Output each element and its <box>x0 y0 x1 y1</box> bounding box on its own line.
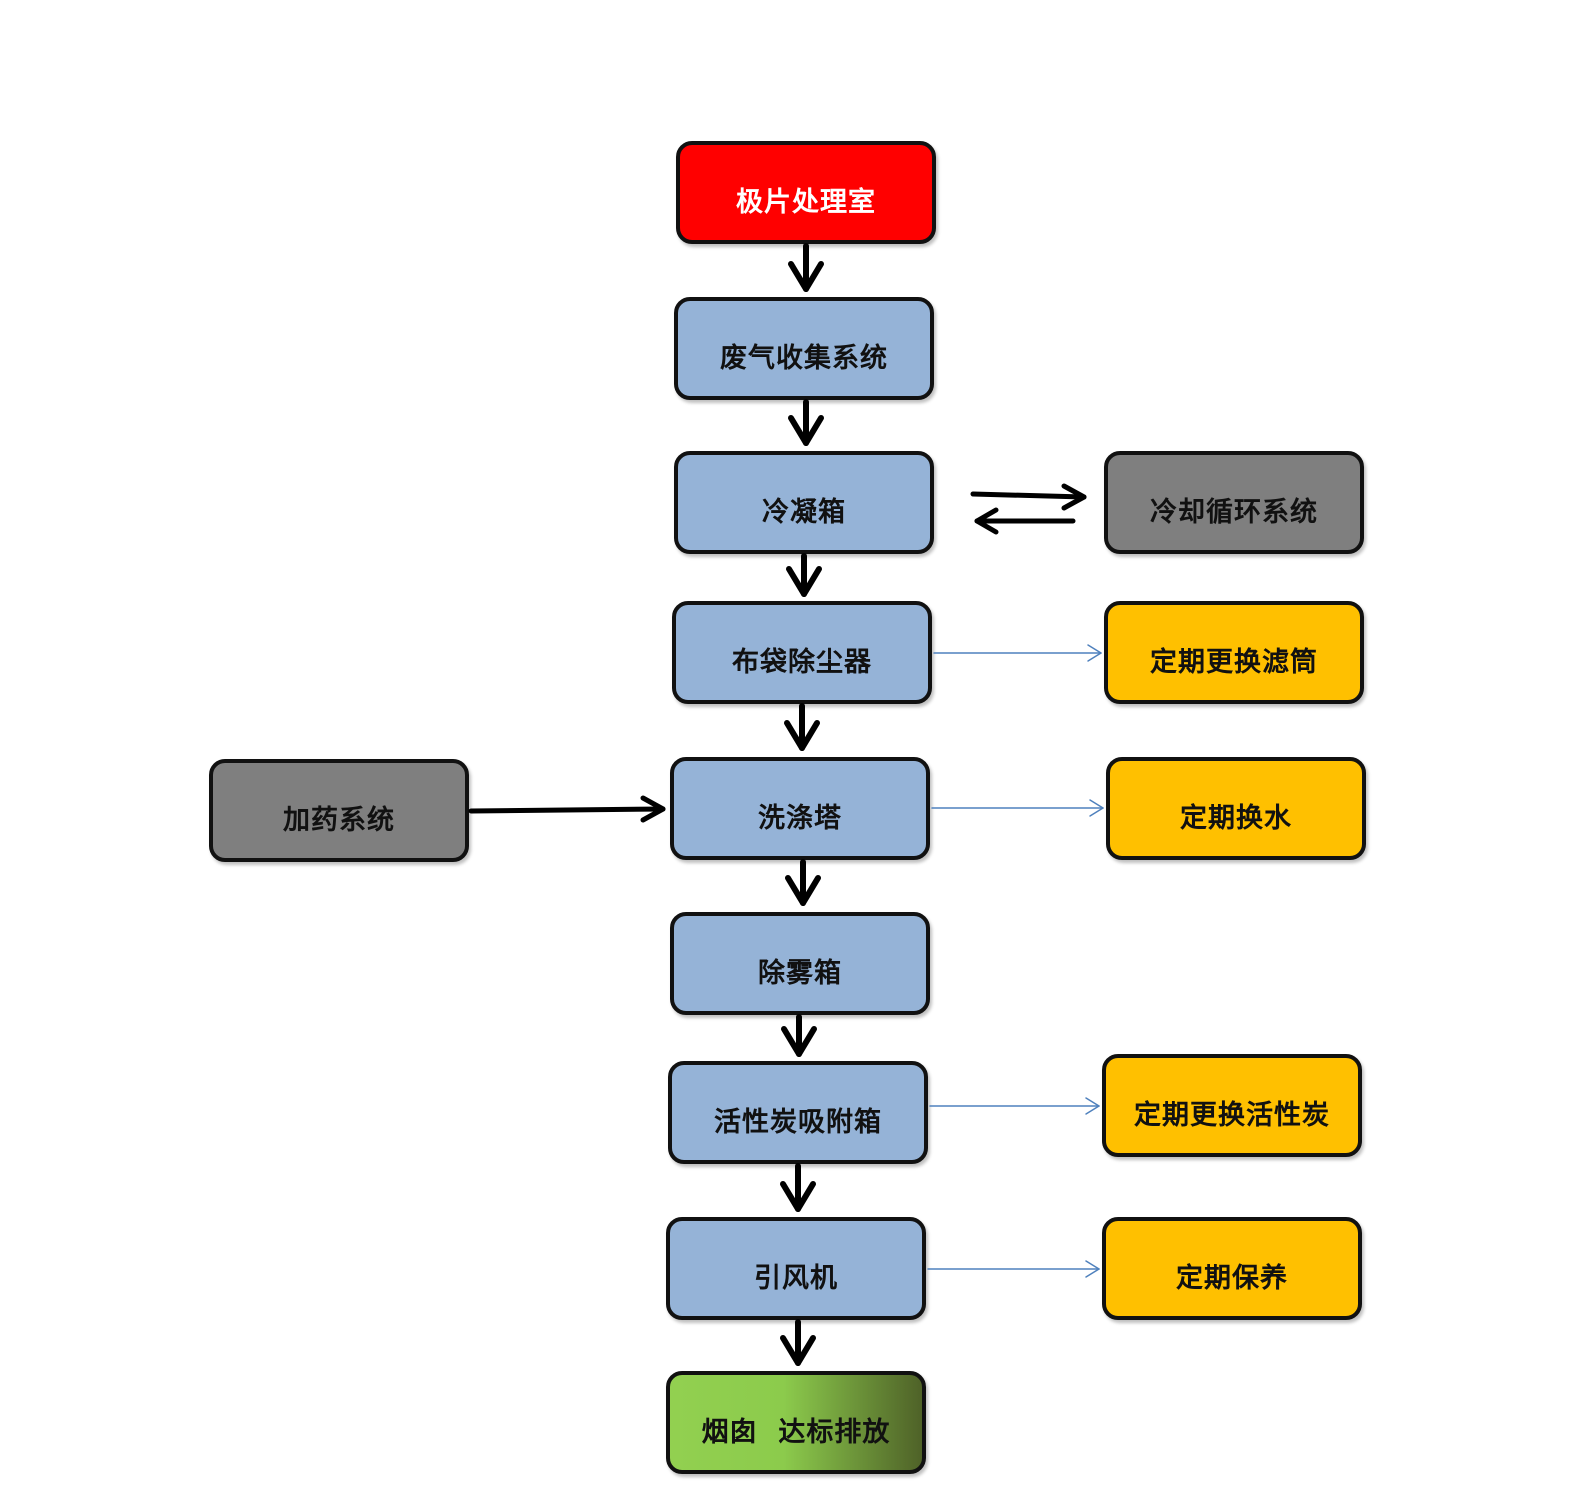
node-bag-filter: 布袋除尘器 <box>672 601 932 704</box>
node-replace-water: 定期换水 <box>1106 757 1366 860</box>
node-scrubber-tower: 洗涤塔 <box>670 757 930 860</box>
node-carbon-adsorber-label: 活性炭吸附箱 <box>714 1107 882 1138</box>
arrow-from-cooling-cycle <box>974 507 1076 535</box>
node-demister-box-label: 除雾箱 <box>758 958 842 989</box>
node-maintenance: 定期保养 <box>1102 1217 1362 1320</box>
flow-arrow-7 <box>780 1163 816 1212</box>
node-electrode-room: 极片处理室 <box>676 141 936 244</box>
node-cooling-cycle-label: 冷却循环系统 <box>1150 497 1318 528</box>
node-replace-carbon: 定期更换活性炭 <box>1102 1054 1362 1157</box>
node-cooling-cycle: 冷却循环系统 <box>1104 451 1364 554</box>
flow-arrow-2 <box>788 399 824 446</box>
node-replace-carbon-label: 定期更换活性炭 <box>1134 1100 1330 1131</box>
flow-arrow-5 <box>785 859 821 906</box>
arrow-dosing-to-scrubber <box>468 795 666 823</box>
arrow-to-cooling-cycle <box>970 483 1087 511</box>
node-exhaust-collection-label: 废气收集系统 <box>720 343 888 374</box>
node-replace-filter-label: 定期更换滤筒 <box>1150 647 1318 678</box>
node-bag-filter-label: 布袋除尘器 <box>732 647 872 678</box>
node-induced-fan: 引风机 <box>666 1217 926 1320</box>
node-carbon-adsorber: 活性炭吸附箱 <box>668 1061 928 1164</box>
node-electrode-room-label: 极片处理室 <box>736 187 876 218</box>
node-dosing-system-label: 加药系统 <box>283 805 395 836</box>
node-chimney-label: 烟囱 达标排放 <box>701 1417 891 1448</box>
arrow-to-replace-filter <box>933 644 1102 662</box>
node-condenser-box: 冷凝箱 <box>674 451 934 554</box>
node-induced-fan-label: 引风机 <box>754 1263 838 1294</box>
node-replace-filter: 定期更换滤筒 <box>1104 601 1364 704</box>
node-dosing-system: 加药系统 <box>209 759 469 862</box>
node-condenser-box-label: 冷凝箱 <box>762 497 846 528</box>
node-maintenance-label: 定期保养 <box>1176 1263 1288 1294</box>
node-exhaust-collection: 废气收集系统 <box>674 297 934 400</box>
arrow-to-maintenance <box>927 1260 1100 1278</box>
arrow-to-replace-carbon <box>929 1097 1100 1115</box>
flow-arrow-1 <box>788 243 824 292</box>
flow-arrow-6 <box>781 1014 817 1057</box>
arrow-to-replace-water <box>931 799 1104 817</box>
node-demister-box: 除雾箱 <box>670 912 930 1015</box>
flow-arrow-8 <box>780 1319 816 1366</box>
node-scrubber-tower-label: 洗涤塔 <box>758 803 842 834</box>
flow-arrow-3 <box>786 553 822 597</box>
flow-arrow-4 <box>784 703 820 751</box>
node-replace-water-label: 定期换水 <box>1180 803 1292 834</box>
node-chimney: 烟囱 达标排放 <box>666 1371 926 1474</box>
